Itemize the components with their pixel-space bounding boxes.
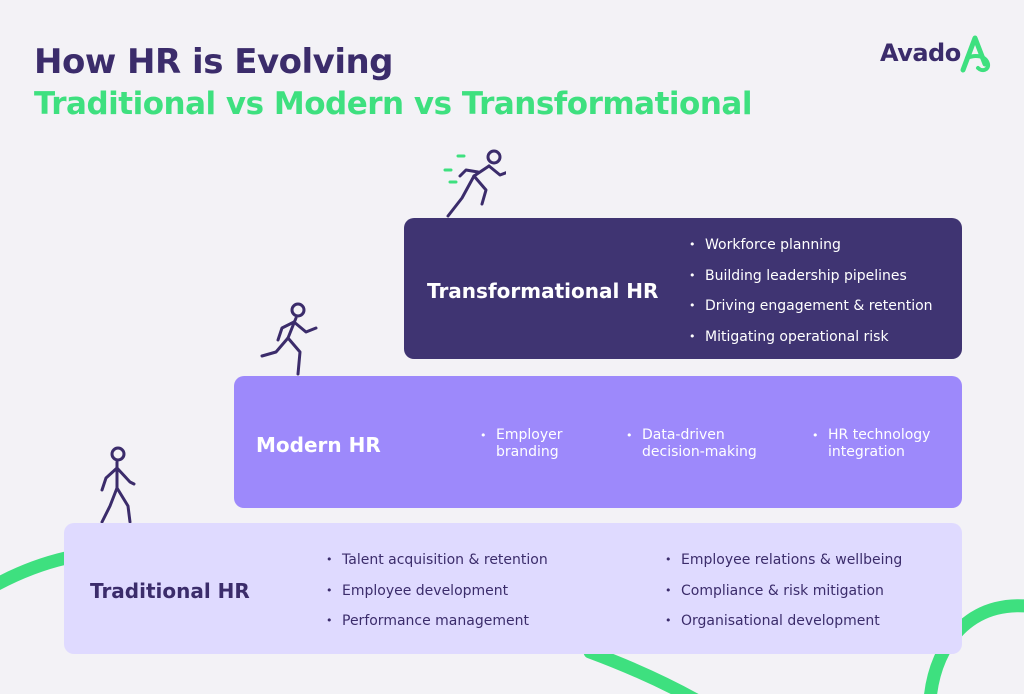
list-item: Organisational development: [665, 606, 902, 637]
traditional-list-right: Employee relations & wellbeing Complianc…: [665, 545, 902, 637]
tier-transformational: Transformational HR Workforce planning B…: [404, 218, 962, 359]
list-item: Employer branding: [480, 427, 608, 461]
list-item: Talent acquisition & retention: [326, 545, 548, 576]
list-item: HR technology integration: [812, 427, 952, 461]
list-item: Performance management: [326, 606, 548, 637]
list-item: Employee development: [326, 576, 548, 607]
avado-logo: Avado: [880, 34, 992, 74]
tier-label-traditional: Traditional HR: [90, 579, 250, 603]
avado-logo-mark-icon: [960, 35, 991, 73]
tier-label-modern: Modern HR: [256, 433, 381, 457]
tier-traditional: Traditional HR Talent acquisition & rete…: [64, 523, 962, 654]
walking-person-icon: [100, 446, 136, 524]
list-item: Employee relations & wellbeing: [665, 545, 902, 576]
list-item: Compliance & risk mitigation: [665, 576, 902, 607]
list-item: Mitigating operational risk: [689, 322, 933, 353]
sprinting-person-icon: [443, 149, 506, 218]
title-line-primary: How HR is Evolving: [34, 42, 394, 82]
modern-list-3: HR technology integration: [812, 427, 952, 461]
transformational-list: Workforce planning Building leadership p…: [689, 230, 933, 352]
tier-modern: Modern HR Employer branding Data-driven …: [234, 376, 962, 508]
jogging-person-icon: [260, 302, 318, 376]
list-item: Data-driven decision-making: [626, 427, 786, 461]
traditional-list-left: Talent acquisition & retention Employee …: [326, 545, 548, 637]
list-item: Driving engagement & retention: [689, 291, 933, 322]
list-item: Workforce planning: [689, 230, 933, 261]
page-title: How HR is Evolving Traditional vs Modern…: [34, 40, 752, 124]
logo-text: Avado: [880, 39, 961, 67]
modern-list-1: Employer branding: [480, 427, 608, 461]
tier-label-transformational: Transformational HR: [427, 279, 659, 303]
title-line-secondary: Traditional vs Modern vs Transformationa…: [34, 86, 752, 122]
list-item: Building leadership pipelines: [689, 261, 933, 292]
modern-list-2: Data-driven decision-making: [626, 427, 786, 461]
